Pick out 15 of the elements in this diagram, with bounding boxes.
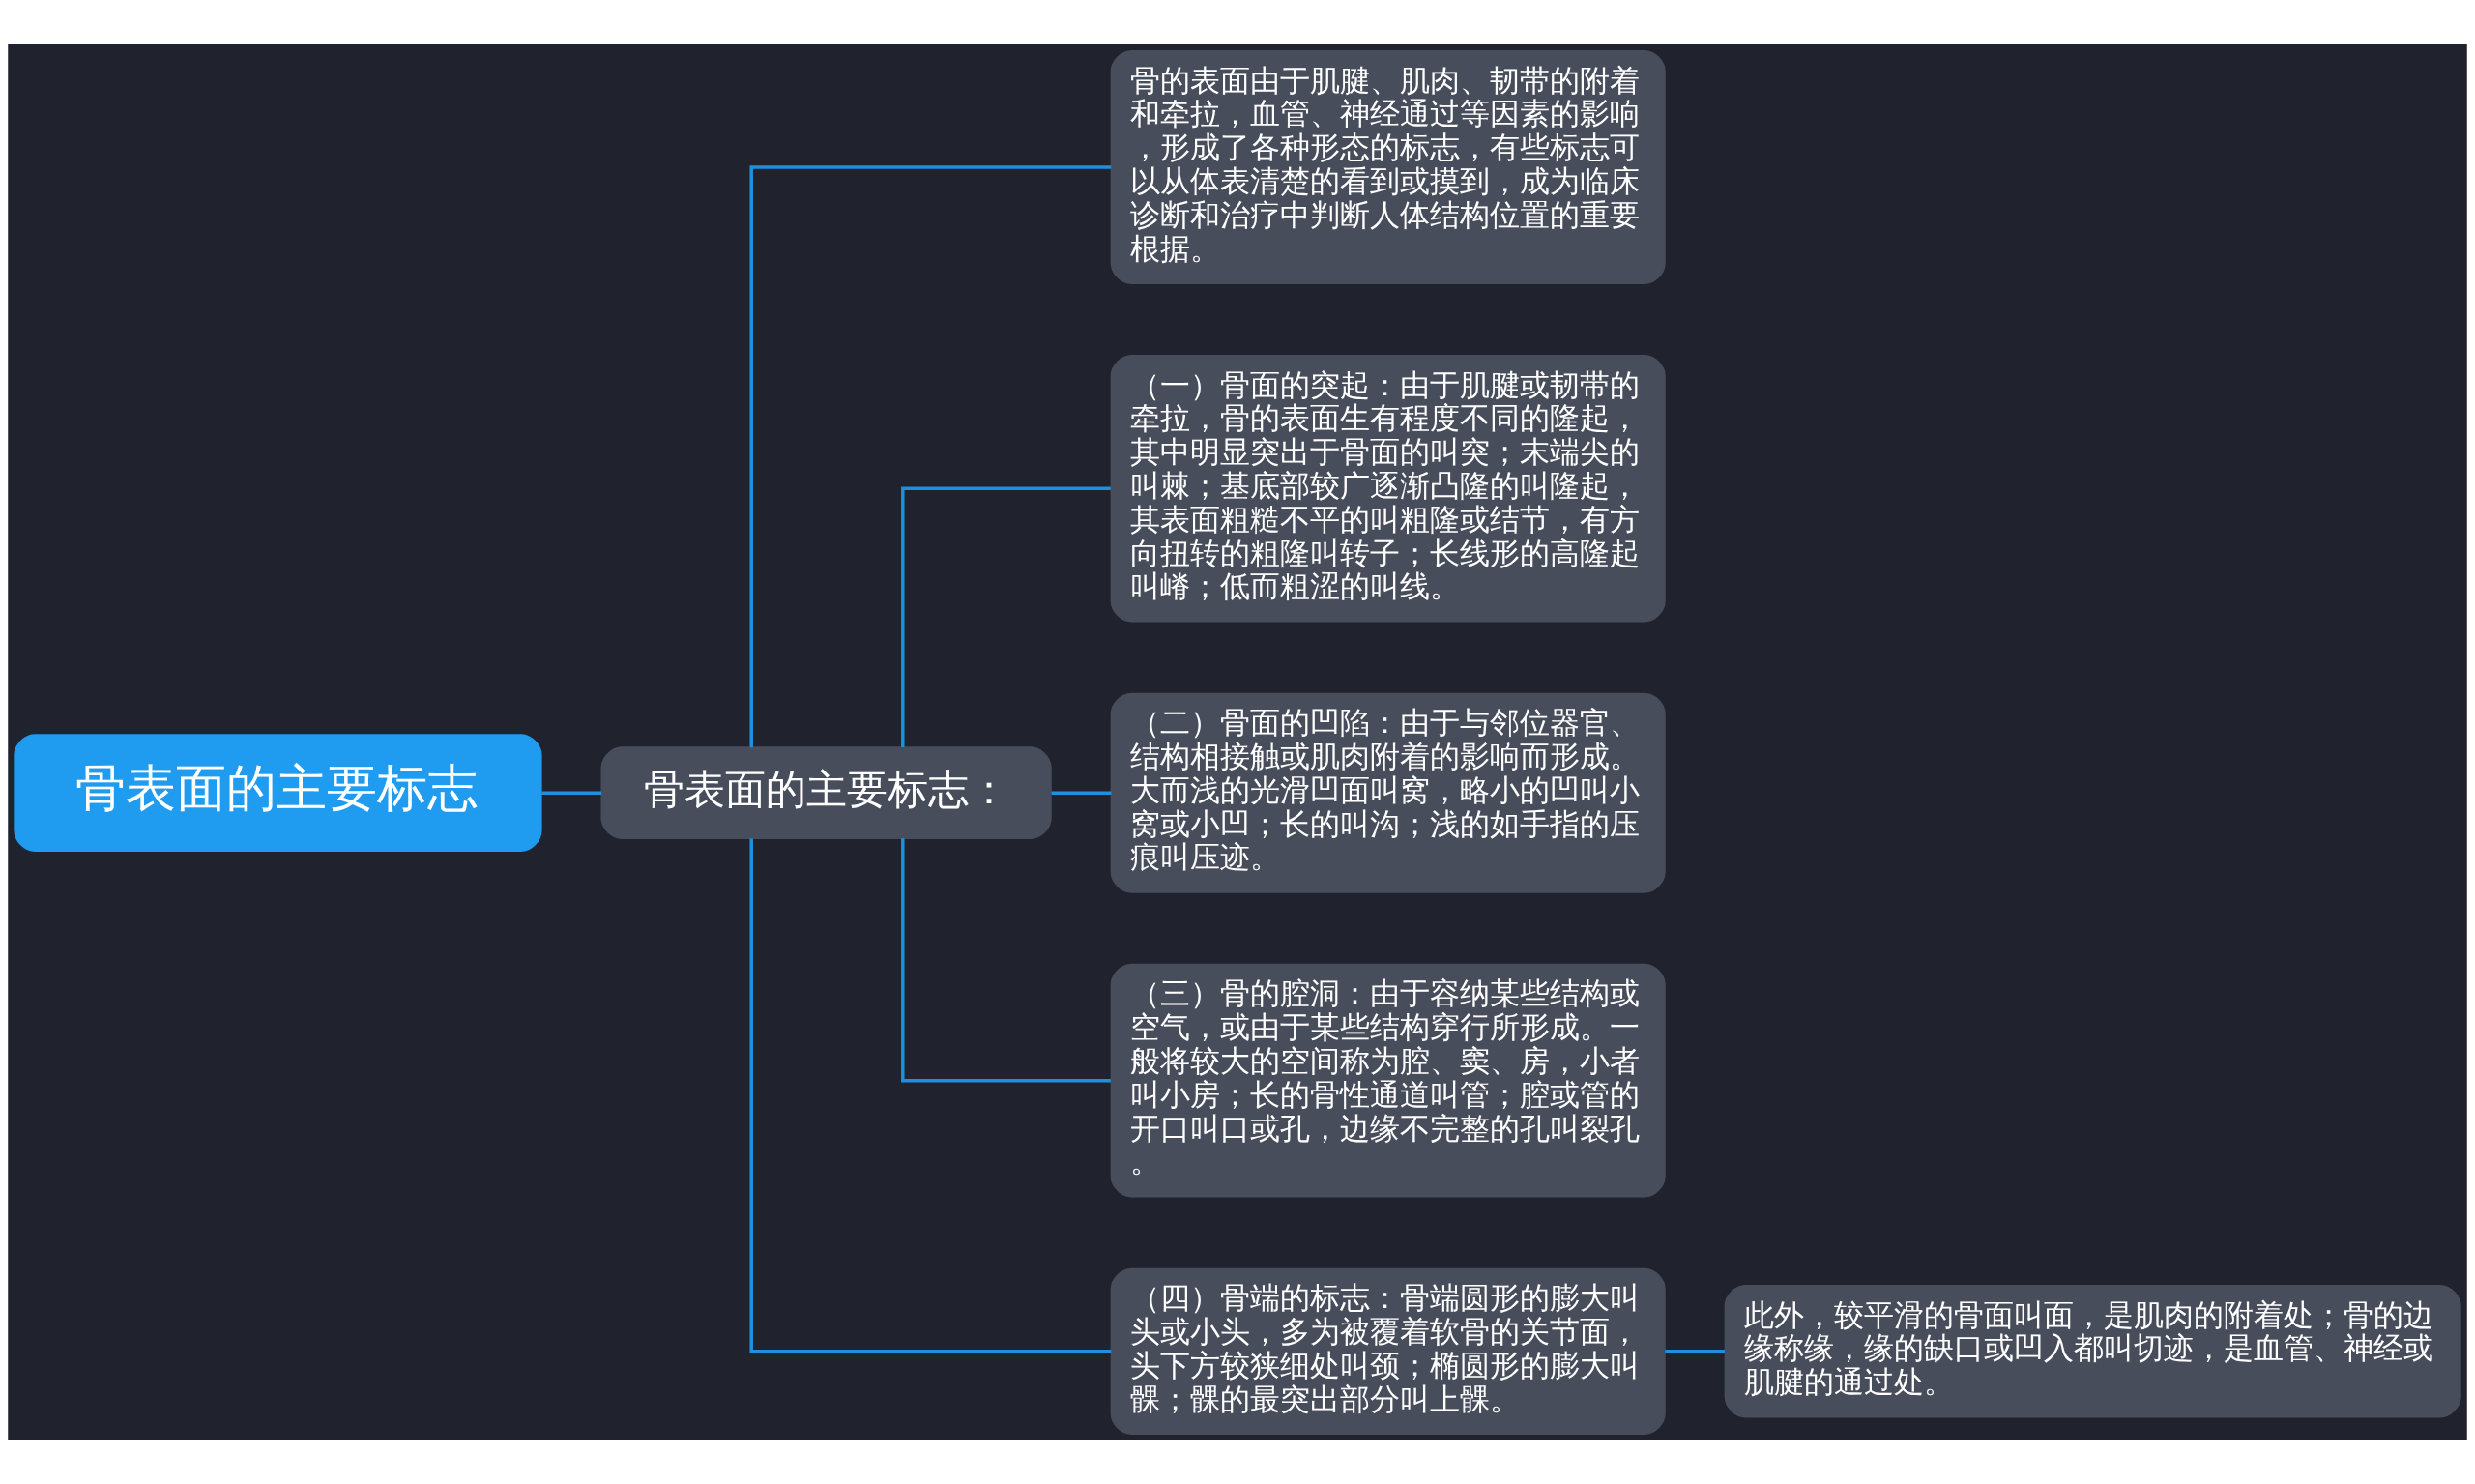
node-box: 骨表面的主要标志： (600, 745, 1052, 839)
node-box: 骨表面的主要标志 (14, 733, 542, 852)
node-box: （四）骨端的标志：骨端圆形的膨大叫头或小头，多为被覆着软骨的关节面，头下方较狭细处叫颈；椭圆形的膨大叫髁；髁的最突出部分叫上髁。 (1110, 1267, 1666, 1435)
connector (901, 486, 1111, 747)
connector (541, 790, 602, 795)
connector (901, 837, 1111, 1082)
connector (1051, 790, 1112, 795)
connector (1665, 1349, 1725, 1353)
node-box: 此外，较平滑的骨面叫面，是肌肉的附着处；骨的边缘称缘，缘的缺口或凹入都叫切迹，是血管、神经或肌腱的通过处。 (1724, 1284, 2461, 1417)
connector (749, 164, 1112, 747)
node-box: 骨的表面由于肌腱、肌肉、韧带的附着和牵拉，血管、神经通过等因素的影响，形成了各种形态的标志，有些标志可以从体表清楚的看到或摸到，成为临床诊断和治疗中判断人体结构位置的重要根据。 (1110, 49, 1666, 284)
node-box: （一）骨面的突起：由于肌腱或韧带的牵拉，骨的表面生有程度不同的隆起，其中明显突出于骨面的叫突；末端尖的叫棘；基底部较广逐渐凸隆的叫隆起，其表面粗糙不平的叫粗隆或结节，有方向扭转的粗隆叫转子；长线形的高隆起叫嵴；低而粗涩的叫线。 (1110, 354, 1666, 623)
node-box: （二）骨面的凹陷：由于与邻位器官、结构相接触或肌肉附着的影响而形成。大而浅的光滑凹面叫窝，略小的凹叫小窝或小凹；长的叫沟；浅的如手指的压痕叫压迹。 (1110, 692, 1666, 893)
connector (749, 837, 1112, 1353)
node-box: （三）骨的腔洞：由于容纳某些结构或空气，或由于某些结构穿行所形成。一般将较大的空间称为腔、窦、房，小者叫小房；长的骨性通道叫管；腔或管的开口叫口或孔，边缘不完整的孔叫裂孔。 (1110, 963, 1666, 1198)
